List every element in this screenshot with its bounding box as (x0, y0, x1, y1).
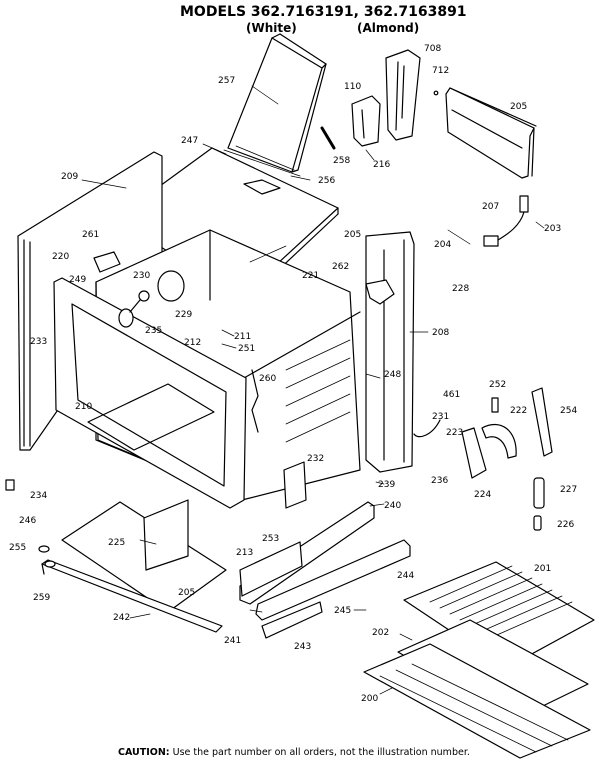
callout-244: 244 (397, 571, 415, 581)
callout-205-mid: 205 (344, 230, 362, 240)
callout-234: 234 (30, 491, 48, 501)
callout-204: 204 (434, 240, 452, 250)
part-kick-panel (239, 541, 303, 597)
part-bracket-110 (351, 95, 381, 161)
callout-712: 712 (432, 66, 450, 76)
part-foot-255 (38, 545, 50, 553)
callout-258: 258 (333, 156, 351, 166)
callout-223: 223 (446, 428, 464, 438)
callout-211: 211 (234, 332, 252, 342)
callout-245: 245 (334, 606, 352, 616)
callout-216: 216 (373, 160, 391, 170)
caution-text: Use the part number on all orders, not t… (172, 747, 470, 758)
part-trim-205 (445, 87, 537, 179)
callout-228: 228 (452, 284, 470, 294)
almond-subtitle: (Almond) (357, 21, 420, 35)
callout-236: 236 (431, 476, 449, 486)
callout-221: 221 (302, 271, 320, 281)
callout-243: 243 (294, 642, 312, 652)
white-subtitle: (White) (246, 21, 297, 35)
part-cylinders (533, 477, 545, 531)
callout-248: 248 (384, 370, 402, 380)
callout-235: 235 (145, 326, 163, 336)
callout-202: 202 (372, 628, 390, 638)
callout-249: 249 (69, 275, 87, 285)
part-plate-232 (283, 461, 307, 509)
part-side-panel-right (365, 231, 415, 473)
callout-227: 227 (560, 485, 578, 495)
part-rail-244 (255, 539, 411, 621)
callout-255: 255 (9, 543, 27, 553)
part-valve-assembly (413, 387, 553, 479)
callout-224: 224 (474, 490, 492, 500)
callout-200: 200 (361, 694, 379, 704)
part-foot-234 (5, 479, 15, 491)
callout-240: 240 (384, 501, 402, 511)
callout-708: 708 (424, 44, 442, 54)
callout-254: 254 (560, 406, 578, 416)
part-wiring-203 (483, 195, 529, 247)
leader-lines (81, 85, 545, 695)
callout-233: 233 (30, 337, 48, 347)
callout-256: 256 (318, 176, 336, 186)
callout-247: 247 (181, 136, 199, 146)
callout-209: 209 (61, 172, 79, 182)
callout-253: 253 (262, 534, 280, 544)
part-front-frame (53, 277, 247, 509)
callout-203: 203 (544, 224, 562, 234)
part-pin-258 (320, 126, 336, 150)
callout-241: 241 (224, 636, 242, 646)
callout-229: 229 (175, 310, 193, 320)
models-title: MODELS 362.7163191, 362.7163891 (180, 4, 467, 20)
part-lamp-parts (118, 270, 185, 328)
callout-208: 208 (432, 328, 450, 338)
callout-213: 213 (236, 548, 254, 558)
callout-260: 260 (259, 374, 277, 384)
callout-232: 232 (307, 454, 325, 464)
callout-262: 262 (332, 262, 350, 272)
callout-259: 259 (33, 593, 51, 603)
callout-225: 225 (108, 538, 126, 548)
callout-110: 110 (344, 82, 362, 92)
callout-220: 220 (52, 252, 70, 262)
callout-205-top: 205 (510, 102, 528, 112)
callout-261: 261 (82, 230, 100, 240)
callout-252: 252 (489, 380, 507, 390)
callout-231: 231 (432, 412, 450, 422)
callout-201: 201 (534, 564, 552, 574)
callout-246: 246 (19, 516, 37, 526)
part-back-panel (227, 33, 327, 173)
callout-461: 461 (443, 390, 461, 400)
callout-205-low: 205 (178, 588, 196, 598)
part-vent (385, 49, 421, 141)
part-strip-242 (41, 559, 223, 633)
caution-note: CAUTION: Use the part number on all orde… (118, 747, 470, 758)
callout-251: 251 (238, 344, 256, 354)
callout-242: 242 (113, 613, 131, 623)
part-oven-rack (363, 643, 591, 759)
callout-222: 222 (510, 406, 528, 416)
part-base-tray (61, 499, 227, 613)
part-screw-712 (433, 90, 439, 96)
caution-label: CAUTION: (118, 747, 170, 758)
callout-210: 210 (75, 402, 93, 412)
part-foot-bar (261, 601, 323, 639)
callout-230: 230 (133, 271, 151, 281)
callout-212: 212 (184, 338, 202, 348)
part-bracket-261 (93, 251, 121, 273)
callout-257: 257 (218, 76, 236, 86)
part-bracket-262 (365, 279, 395, 305)
callout-207: 207 (482, 202, 500, 212)
part-foot-259 (44, 560, 56, 568)
callout-226: 226 (557, 520, 575, 530)
callout-239: 239 (378, 480, 396, 490)
